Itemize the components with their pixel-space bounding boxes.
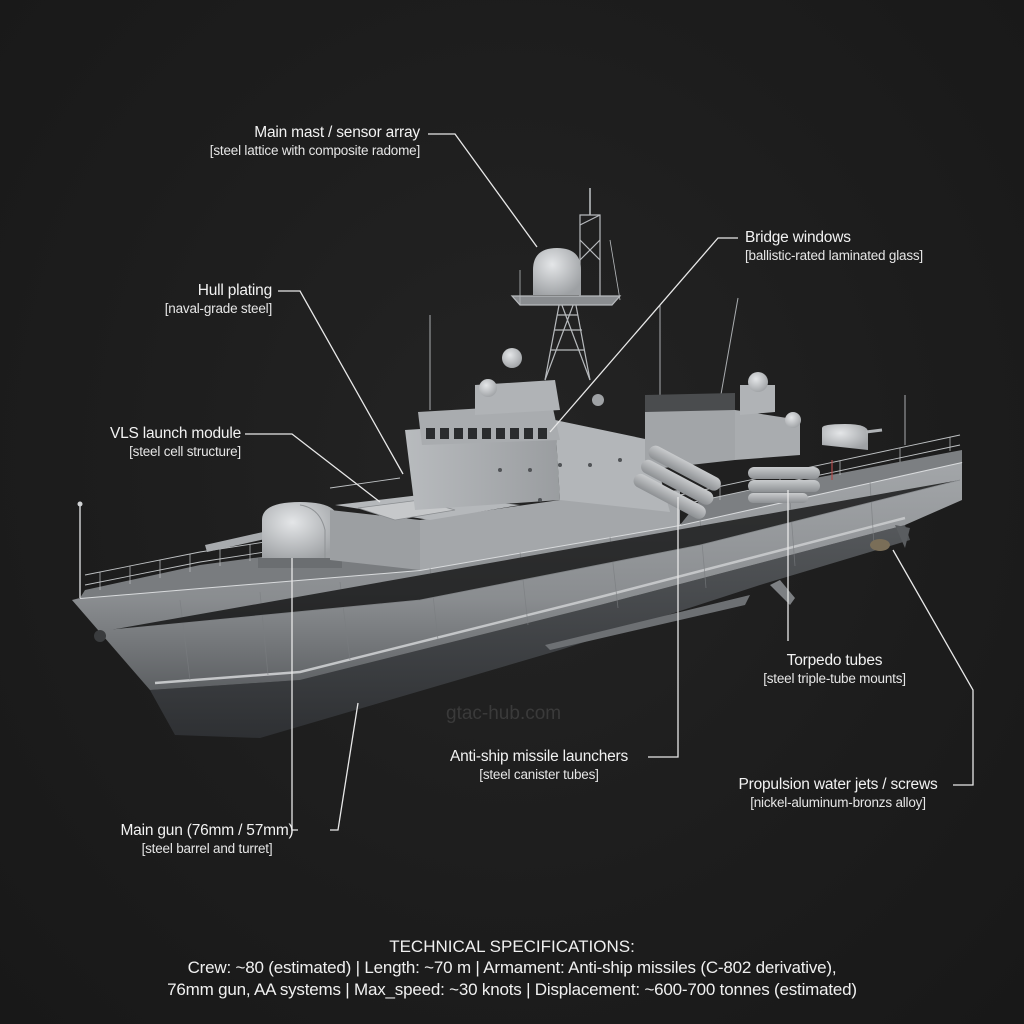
callout-material: [steel cell structure] — [129, 443, 241, 459]
callout-material: [steel triple-tube mounts] — [763, 670, 906, 686]
callout-material: [steel canister tubes] — [479, 766, 599, 782]
superstructure — [330, 348, 680, 570]
callout-title: Hull plating — [197, 282, 272, 299]
callout-title: Anti-ship missile launchers — [449, 748, 629, 765]
callout-title: Main mast / sensor array — [254, 124, 420, 141]
technical-specifications: TECHNICAL SPECIFICATIONS: Crew: ~80 (est… — [0, 936, 1024, 1000]
main-mast — [510, 188, 622, 381]
callout-title: Torpedo tubes — [786, 652, 883, 669]
specs-line-2: 76mm gun, AA systems | Max_speed: ~30 kn… — [167, 979, 857, 999]
callout-title: VLS launch module — [109, 425, 241, 442]
callout-main-gun: Main gun (76mm / 57mm) [steel barrel and… — [98, 822, 316, 857]
callout-material: [naval-grade steel] — [164, 300, 272, 316]
lower-hull — [150, 525, 910, 738]
callout-main-mast: Main mast / sensor array [steel lattice … — [210, 124, 420, 159]
propeller-area — [870, 525, 910, 551]
callout-material: [steel barrel and turret] — [141, 840, 273, 856]
aft-superstructure — [645, 372, 883, 470]
callout-propulsion: Propulsion water jets / screws [nickel-a… — [722, 776, 954, 811]
callout-material: [nickel-aluminum-bronzs alloy] — [750, 794, 926, 810]
callout-vls-module: VLS launch module [steel cell structure] — [110, 425, 241, 460]
callout-material: [ballistic-rated laminated glass] — [745, 247, 923, 263]
leader-lines — [245, 133, 974, 831]
callout-title: Propulsion water jets / screws — [738, 776, 938, 793]
callout-anti-ship-missiles: Anti-ship missile launchers [steel canis… — [430, 748, 648, 783]
callout-torpedo-tubes: Torpedo tubes [steel triple-tube mounts] — [742, 652, 927, 687]
torpedo-tubes — [748, 460, 833, 503]
callout-hull-plating: Hull plating [naval-grade steel] — [165, 282, 272, 317]
watermark: gtac-hub.com — [446, 703, 562, 724]
specs-heading: TECHNICAL SPECIFICATIONS: — [389, 937, 635, 956]
main-gun-turret — [205, 502, 342, 568]
antennas — [429, 297, 906, 445]
callout-bridge-windows: Bridge windows [ballistic-rated laminate… — [745, 229, 923, 264]
specs-line-1: Crew: ~80 (estimated) | Length: ~70 m | … — [187, 958, 837, 978]
radome — [533, 248, 581, 295]
callout-title: Main gun (76mm / 57mm) — [120, 822, 294, 839]
callout-title: Bridge windows — [745, 229, 851, 246]
anti-ship-missile-canisters — [633, 445, 721, 519]
callout-material: [steel lattice with composite radome] — [209, 142, 420, 158]
